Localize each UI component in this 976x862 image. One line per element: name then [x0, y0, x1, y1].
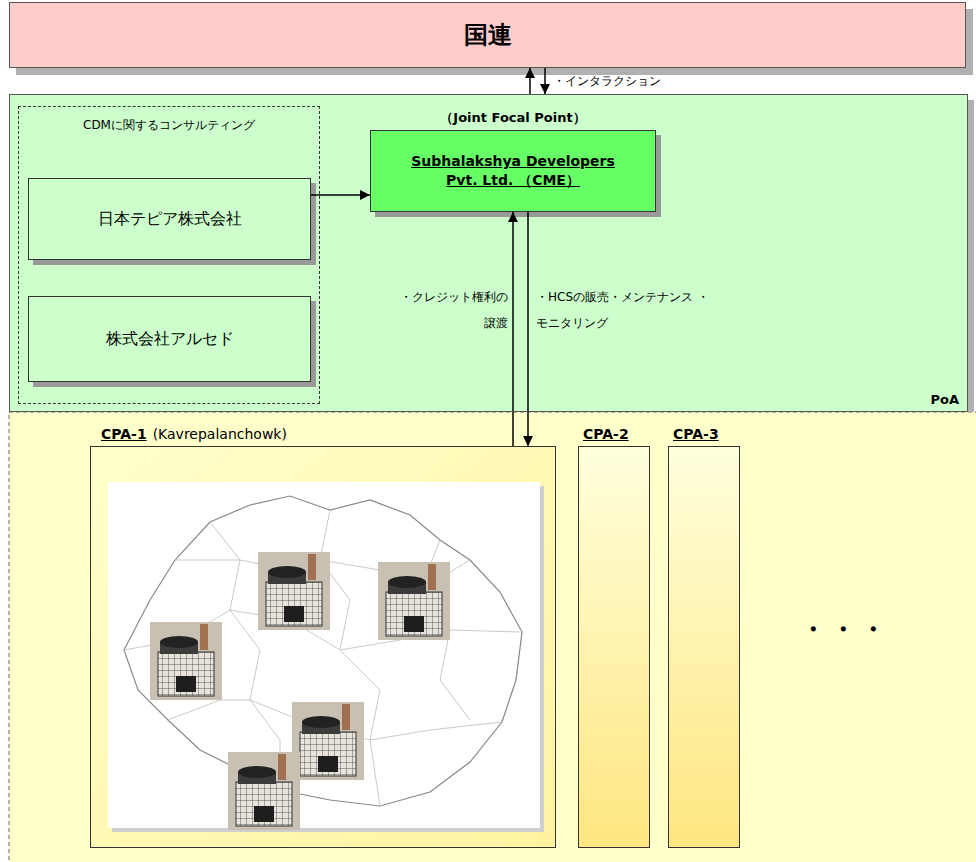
connector-arrow — [512, 212, 514, 446]
text-holder: CPA-1 (Kavrepalanchowk) — [101, 426, 287, 442]
text-holder: 国連 — [10, 3, 965, 67]
connector-arrow — [527, 212, 529, 446]
text-holder: （Joint Focal Point） — [341, 107, 685, 127]
edge-label: ・HCSの販売・メンテナンス ・モニタリング — [536, 284, 716, 336]
text-holder: CPA-2 — [583, 426, 629, 442]
node-text: 日本テピア株式会社 — [98, 209, 242, 230]
cme-box: （Joint Focal Point）Subhalakshya Develope… — [370, 130, 656, 212]
node-text: （Joint Focal Point） — [440, 110, 585, 125]
node-text: (Kavrepalanchowk) — [153, 426, 287, 442]
node-text: PoA — [930, 392, 959, 407]
node-text: CPA-1 — [101, 426, 147, 442]
edge-label: ・クレジット権利の 譲渡 — [392, 284, 508, 336]
continuation-mark: ・・・ — [800, 612, 890, 647]
node-text: Subhalakshya Developers Pvt. Ltd. （CME） — [403, 152, 623, 190]
text-holder: 日本テピア株式会社 — [29, 179, 310, 259]
text-holder: CDMに関するコンサルティング — [19, 114, 319, 134]
poa-region: PoA CDMに関するコンサルティング日本テピア株式会社株式会社アルセド （Join… — [9, 94, 968, 412]
text-holder: 株式会社アルセド — [29, 297, 310, 381]
node-text: CDMに関するコンサルティング — [83, 118, 255, 132]
node-text: CPA-2 — [583, 426, 629, 442]
company-box: 日本テピア株式会社 — [28, 178, 311, 260]
consulting-group: CDMに関するコンサルティング日本テピア株式会社株式会社アルセド — [18, 106, 320, 404]
text-holder: CPA-3 — [673, 426, 719, 442]
connector-arrow — [529, 68, 531, 94]
node-text: 株式会社アルセド — [106, 329, 234, 350]
node-text: CPA-3 — [673, 426, 719, 442]
connector-arrow — [544, 68, 546, 94]
stove-photo — [150, 552, 450, 830]
edge-label: ・インタラクション — [553, 73, 661, 90]
cpa-box: CPA-3 — [668, 446, 740, 848]
text-holder: Subhalakshya Developers Pvt. Ltd. （CME） — [371, 131, 655, 211]
cpa-box: CPA-2 — [578, 446, 650, 848]
company-box: 株式会社アルセド — [28, 296, 311, 382]
cpa-box: CPA-1(Kavrepalanchowk) — [90, 446, 556, 848]
text-holder: PoA — [930, 389, 959, 408]
district-map — [124, 496, 522, 806]
un-band: 国連 — [9, 2, 966, 68]
node-text: 国連 — [464, 19, 512, 51]
